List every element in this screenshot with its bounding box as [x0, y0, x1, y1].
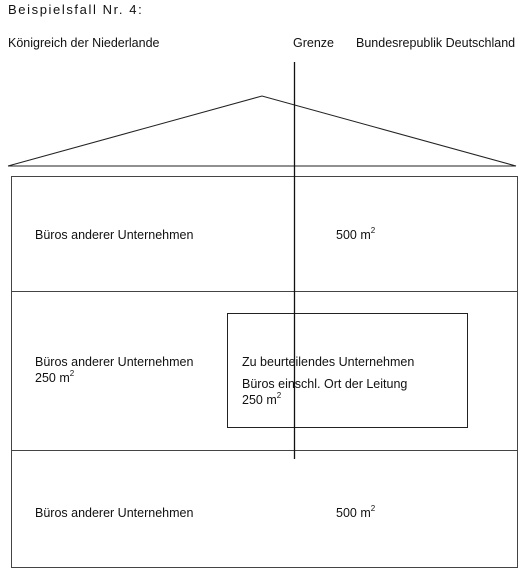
country-left-label: Königreich der Niederlande	[8, 36, 160, 50]
assessed-company-offices: Büros einschl. Ort der Leitung	[242, 377, 408, 391]
middle-floor-area: 250 m2	[35, 368, 75, 385]
top-floor-label: Büros anderer Unternehmen	[35, 228, 194, 242]
assessed-company-title: Zu beurteilendes Unternehmen	[242, 355, 415, 369]
page-title: Beispielsfall Nr. 4:	[8, 2, 144, 17]
border-label: Grenze	[293, 36, 334, 50]
assessed-company-box	[227, 313, 468, 428]
roof	[7, 95, 517, 167]
top-floor-area: 500 m2	[336, 225, 376, 242]
bottom-floor-area: 500 m2	[336, 503, 376, 520]
building-outline	[11, 176, 518, 568]
country-right-label: Bundesrepublik Deutschland	[356, 36, 516, 50]
middle-floor-label: Büros anderer Unternehmen	[35, 355, 194, 369]
assessed-company-area: 250 m2	[242, 390, 282, 407]
bottom-floor-label: Büros anderer Unternehmen	[35, 506, 194, 520]
